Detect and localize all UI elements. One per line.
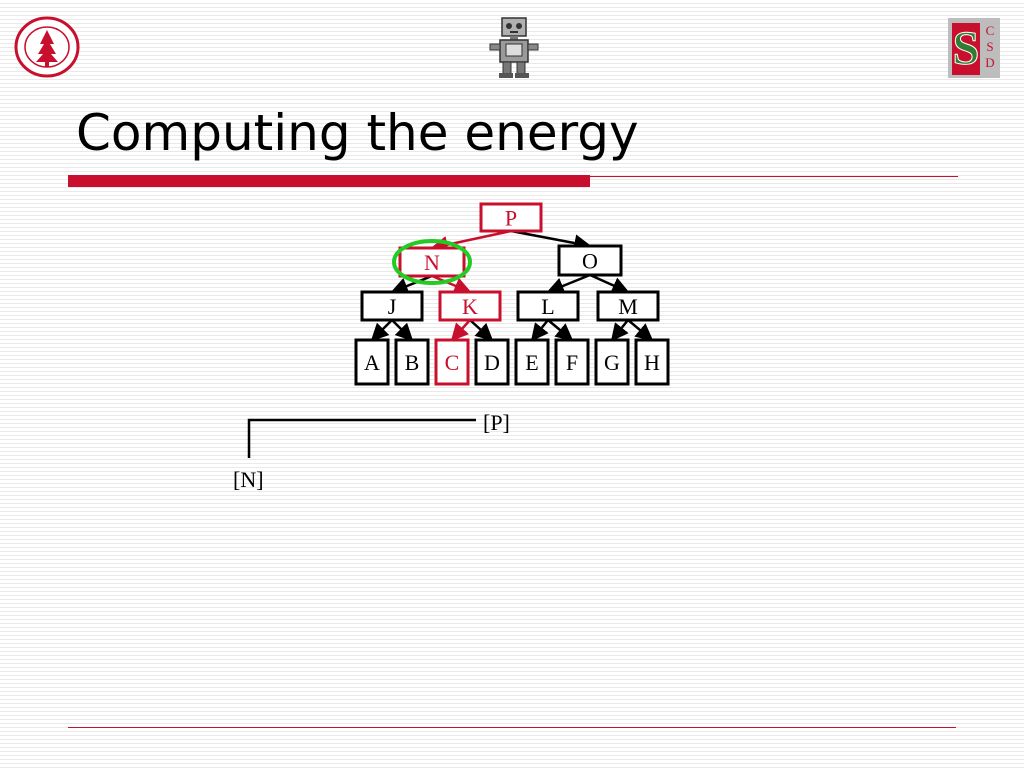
tree-node-label-l: L <box>541 294 554 319</box>
tree-edge-l-f <box>547 319 574 342</box>
tree-node-box-p <box>479 202 543 233</box>
tree-node-h: H <box>634 338 670 386</box>
footer-rule <box>68 727 956 728</box>
tree-node-label-d: D <box>484 350 500 375</box>
tree-node-m: M <box>596 290 660 322</box>
tree-edge-o-m <box>589 273 630 294</box>
university-seal-logo <box>14 16 80 78</box>
tree-node-label-j: J <box>388 294 397 319</box>
tree-node-box-o <box>557 244 623 277</box>
tree-node-label-k: K <box>462 294 478 319</box>
tree-node-d: D <box>474 338 510 386</box>
tree-node-b: B <box>394 338 430 386</box>
slide-title: Computing the energy <box>76 104 639 162</box>
tree-edge-n-k <box>431 274 472 294</box>
tree-node-box-l <box>516 290 580 322</box>
tree-edge-l-e <box>530 319 549 342</box>
tree-node-label-b: B <box>405 350 420 375</box>
tree-edge-p-n <box>430 229 512 254</box>
tree-edge-m-h <box>627 319 654 342</box>
title-underline-thin <box>590 176 958 177</box>
tree-node-box-c <box>434 338 470 386</box>
tree-node-box-b <box>394 338 430 386</box>
tree-node-label-a: A <box>364 350 380 375</box>
csd-letter-d: D <box>985 55 994 70</box>
tree-node-box-g <box>594 338 630 386</box>
tree-node-label-o: O <box>582 249 598 274</box>
tree-edge-k-d <box>469 319 494 342</box>
tree-node-j: J <box>360 290 424 322</box>
n-node-highlight-circle <box>392 239 472 285</box>
bracket-label-n: [N] <box>233 467 264 492</box>
tree-node-n: N <box>398 246 466 278</box>
tree-edge-n-j <box>390 274 433 295</box>
tree-node-a: A <box>354 338 390 386</box>
tree-node-label-g: G <box>604 350 620 375</box>
tree-edge-j-a <box>370 319 393 342</box>
title-underline-thick <box>68 175 590 187</box>
bracket-label-p: [P] <box>483 410 510 435</box>
tree-node-c: C <box>434 338 470 386</box>
tree-node-k: K <box>438 290 502 322</box>
tree-node-box-d <box>474 338 510 386</box>
tree-edge-k-c <box>450 319 471 342</box>
csd-logo: S C S D <box>948 18 1000 78</box>
tree-node-box-h <box>634 338 670 386</box>
tree-node-e: E <box>514 338 550 386</box>
tree-node-box-a <box>354 338 390 386</box>
tree-node-o: O <box>557 244 623 277</box>
tree-node-box-f <box>554 338 590 386</box>
bracket-connector <box>247 418 476 458</box>
tree-node-label-h: H <box>644 350 660 375</box>
tree-node-box-k <box>438 290 502 322</box>
csd-letter-s: S <box>986 39 993 54</box>
tree-node-box-e <box>514 338 550 386</box>
tree-node-box-m <box>596 290 660 322</box>
tree-node-p: P <box>479 202 543 233</box>
tree-node-box-n <box>398 246 466 278</box>
svg-text:S: S <box>953 22 980 75</box>
tree-node-g: G <box>594 338 630 386</box>
tree-edge-o-l <box>546 273 591 295</box>
tree-edge-j-b <box>391 319 414 342</box>
tree-node-label-f: F <box>566 350 578 375</box>
tree-node-label-e: E <box>525 350 538 375</box>
tree-node-box-j <box>360 290 424 322</box>
robot-logo <box>489 17 539 78</box>
tree-node-l: L <box>516 290 580 322</box>
tree-node-label-m: M <box>618 294 638 319</box>
tree-node-label-n: N <box>424 250 440 275</box>
tree-node-label-p: P <box>505 206 517 231</box>
csd-letter-c: C <box>986 23 995 38</box>
tree-edge-p-o <box>510 229 592 252</box>
tree-edge-m-g <box>610 319 629 342</box>
tree-node-label-c: C <box>445 350 460 375</box>
tree-node-f: F <box>554 338 590 386</box>
